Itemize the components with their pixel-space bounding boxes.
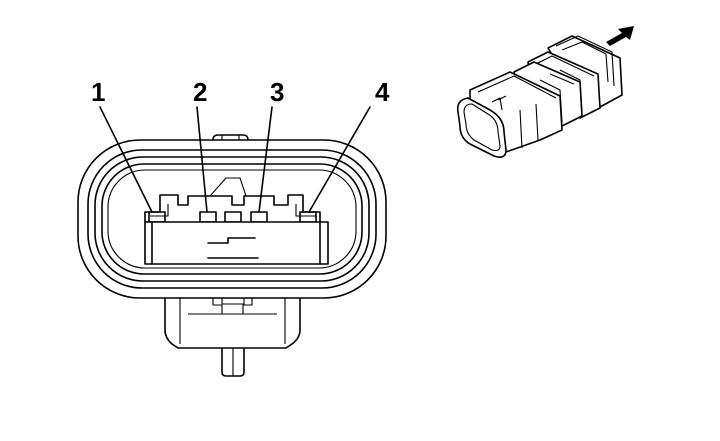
pin-label-3: 3 <box>270 77 284 107</box>
pin-leader-lines <box>99 106 371 213</box>
arrow-up-right-icon <box>606 26 634 46</box>
connector-isometric-view <box>456 35 623 158</box>
pin-label-2: 2 <box>193 77 207 107</box>
pin-label-4: 4 <box>375 77 390 107</box>
pin-label-1: 1 <box>91 77 105 107</box>
pin-labels: 1 2 3 4 <box>91 77 390 107</box>
connector-front-view <box>77 134 387 377</box>
